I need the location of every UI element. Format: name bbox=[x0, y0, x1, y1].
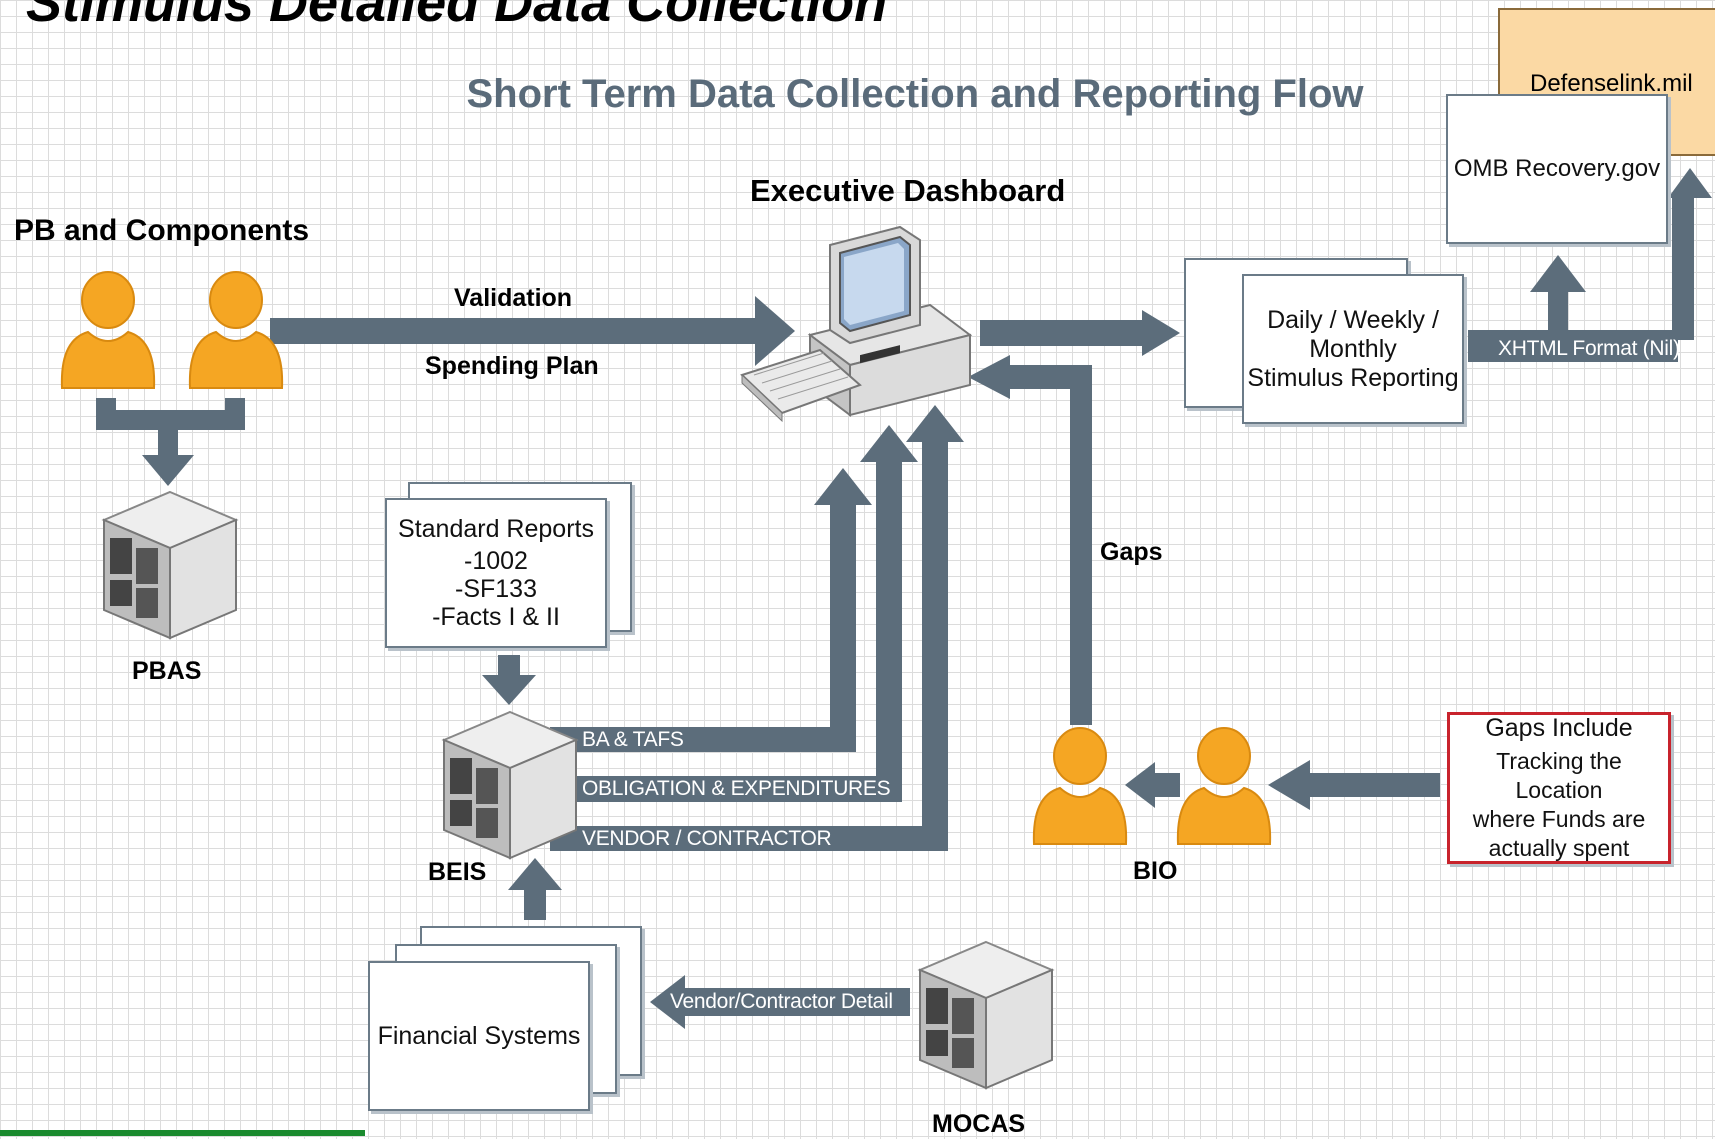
defenselink-label: Defenselink.mil bbox=[1530, 70, 1693, 97]
diagram-subtitle: Short Term Data Collection and Reporting… bbox=[466, 72, 1364, 116]
standard-reports-box: Standard Reports -1002 -SF133 -Facts I &… bbox=[385, 498, 607, 648]
arrow-icon bbox=[1668, 168, 1712, 340]
pbas-label: PBAS bbox=[132, 657, 202, 685]
stimulus-reporting-box: Daily / Weekly / Monthly Stimulus Report… bbox=[1242, 274, 1464, 424]
page-title: Stimulus Detailed Data Collection bbox=[26, 0, 888, 33]
arrow-icon bbox=[980, 310, 1180, 356]
arrow-icon bbox=[1530, 255, 1586, 335]
vendor-detail-flow-label: Vendor/Contractor Detail bbox=[670, 990, 893, 1013]
validation-label: Validation bbox=[454, 284, 573, 312]
person-icon bbox=[60, 271, 156, 389]
server-icon bbox=[101, 490, 239, 640]
spending-plan-label: Spending Plan bbox=[425, 352, 599, 380]
arrow-icon bbox=[482, 655, 536, 705]
ba-tafs-flow-label: BA & TAFS bbox=[582, 728, 684, 751]
server-icon bbox=[441, 710, 579, 860]
accent-line bbox=[0, 1130, 365, 1136]
arrow-icon bbox=[96, 410, 245, 430]
gaps-include-title: Gaps Include bbox=[1485, 713, 1633, 742]
arrow-icon bbox=[560, 425, 918, 802]
arrow-icon bbox=[1070, 365, 1092, 725]
arrow-icon bbox=[550, 405, 964, 851]
standard-reports-item: -SF133 bbox=[455, 575, 537, 603]
gaps-include-line: where Funds are bbox=[1472, 805, 1646, 832]
person-icon bbox=[188, 271, 284, 389]
vendor-flow-label: VENDOR / CONTRACTOR bbox=[582, 827, 832, 850]
omb-recovery-label: OMB Recovery.gov bbox=[1453, 155, 1661, 182]
arrow-icon bbox=[142, 428, 194, 486]
standard-reports-title: Standard Reports bbox=[398, 515, 594, 543]
arrow-icon bbox=[508, 858, 562, 920]
person-icon bbox=[1176, 727, 1272, 845]
financial-systems-label: Financial Systems bbox=[377, 1021, 581, 1050]
gaps-include-line: actually spent bbox=[1488, 834, 1630, 861]
arrow-icon bbox=[1468, 330, 1678, 362]
gaps-label: Gaps bbox=[1100, 538, 1163, 566]
obligation-flow-label: OBLIGATION & EXPENDITURES bbox=[582, 777, 891, 800]
reporting-line: Stimulus Reporting bbox=[1247, 363, 1459, 392]
arrow-icon bbox=[968, 355, 1092, 399]
arrow-icon bbox=[550, 468, 872, 752]
executive-dashboard-label: Executive Dashboard bbox=[750, 173, 1066, 208]
person-icon bbox=[1032, 727, 1128, 845]
xhtml-flow-label: XHTML Format (Nil) bbox=[1498, 337, 1680, 360]
arrow-icon bbox=[1268, 760, 1440, 810]
arrow-icon bbox=[270, 296, 795, 366]
reporting-line: Daily / Weekly / bbox=[1267, 305, 1439, 334]
server-icon bbox=[917, 940, 1055, 1090]
mocas-label: MOCAS bbox=[932, 1110, 1026, 1138]
standard-reports-item: -1002 bbox=[464, 547, 528, 575]
omb-recovery-box: OMB Recovery.gov bbox=[1446, 94, 1668, 244]
bio-label: BIO bbox=[1133, 857, 1178, 885]
gaps-include-line: Tracking the Location bbox=[1496, 747, 1622, 803]
beis-label: BEIS bbox=[428, 858, 487, 886]
pb-components-label: PB and Components bbox=[14, 214, 310, 247]
computer-icon bbox=[740, 225, 973, 423]
gaps-include-box: Gaps Include Tracking the Location where… bbox=[1447, 712, 1671, 864]
reporting-line: Monthly bbox=[1309, 334, 1397, 363]
standard-reports-item: -Facts I & II bbox=[432, 603, 560, 631]
financial-systems-box: Financial Systems bbox=[368, 961, 590, 1111]
arrow-icon bbox=[1125, 762, 1180, 808]
arrow-icon bbox=[650, 975, 910, 1029]
